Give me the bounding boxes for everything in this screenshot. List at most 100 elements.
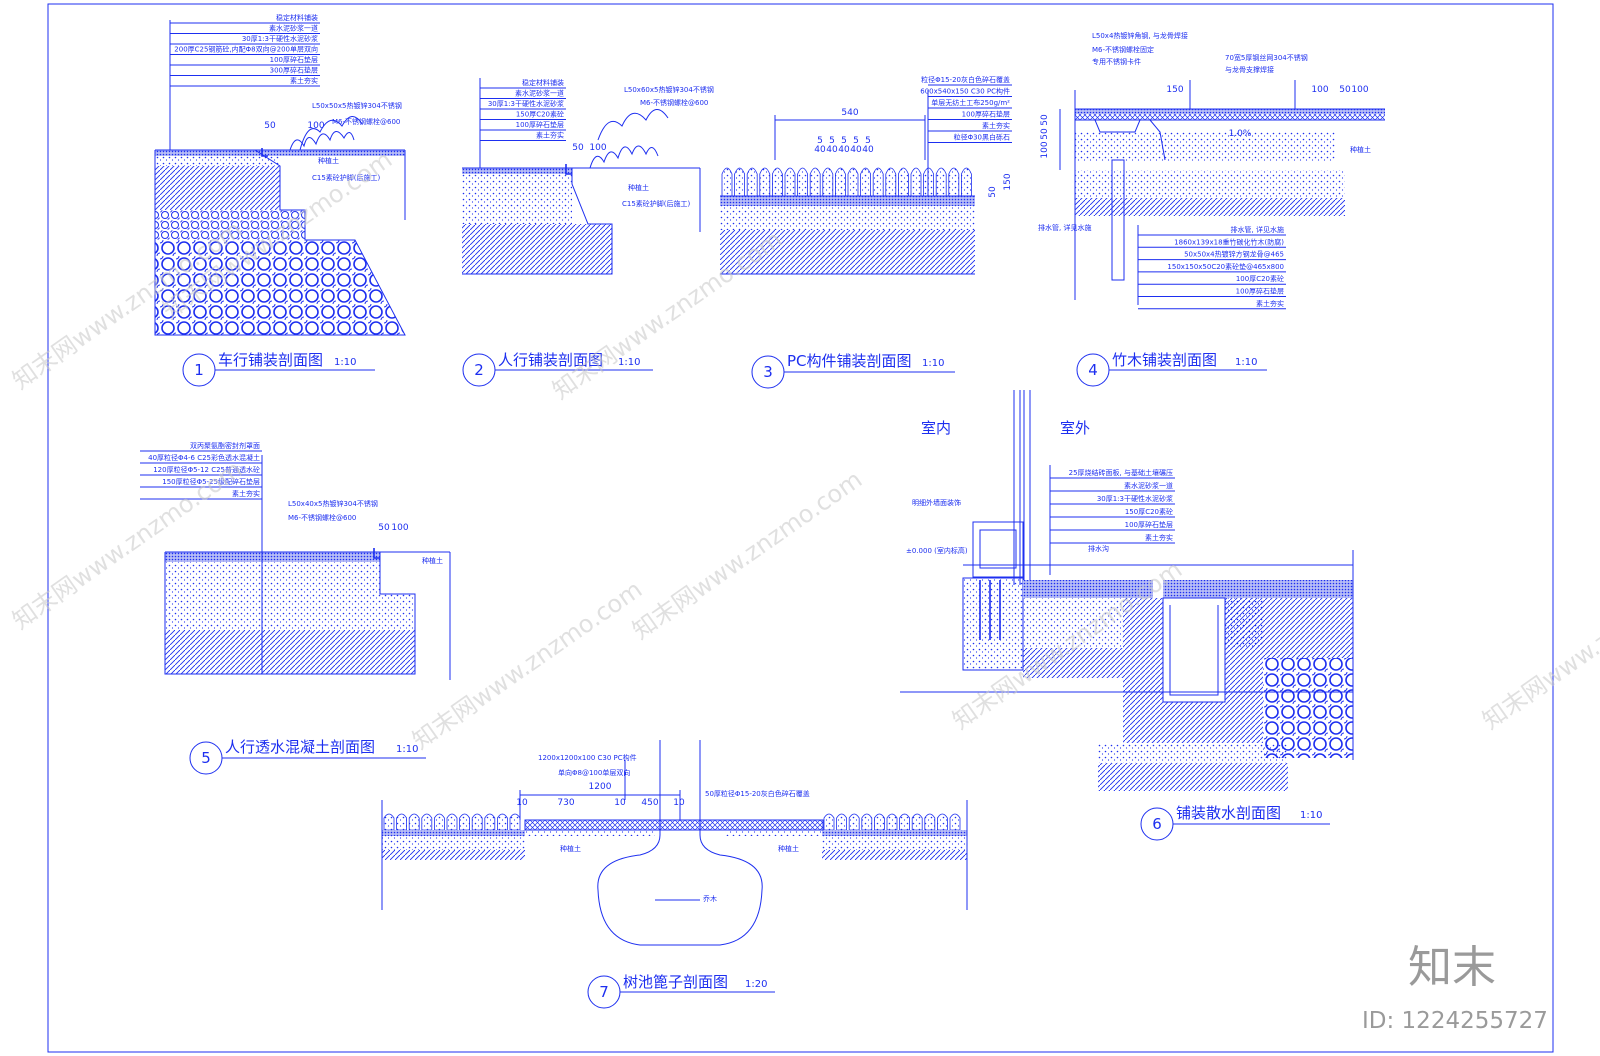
d4-title: 竹木铺装剖面图 xyxy=(1112,351,1217,369)
d1-gravel-100 xyxy=(155,210,305,240)
detail-2-title-block: 2 人行铺装剖面图 1:10 xyxy=(462,351,653,387)
d6-layer-label: 150厚C20素砼 xyxy=(1125,507,1173,516)
d7-note-label: 单向Φ8@100单层双向 xyxy=(558,768,630,777)
d7-pc-block xyxy=(396,813,407,831)
d2-note-label: M6-不锈钢螺栓@600 xyxy=(640,98,708,107)
d4-dimension: 50 xyxy=(1040,128,1050,140)
d5-note-label: L50x40x5热镀锌304不锈钢 xyxy=(288,499,378,508)
d7-note-label: 50厚粒径Φ15-20灰白色碎石覆盖 xyxy=(705,789,810,798)
d6-note-label: 明细外墙面装饰 xyxy=(912,498,961,507)
d2-dimension: 50 xyxy=(572,143,584,153)
d7-dimension: 10 xyxy=(614,798,626,808)
d7-pc-block xyxy=(836,813,847,831)
d7-pc-block xyxy=(848,813,860,831)
d5-dimension: 100 xyxy=(391,523,408,533)
d4-dimension: 100 xyxy=(1351,85,1368,95)
d7-pc-block xyxy=(886,813,898,831)
sheet-border xyxy=(47,3,1554,1053)
detail-6-section xyxy=(900,390,1354,791)
detail-3-title-block: 3 PC构件铺装剖面图 1:10 xyxy=(751,352,955,389)
d1-labels: 稳定材料铺装素水泥砂浆一道30厚1:3干硬性水泥砂浆200厚C25钢筋砼,内配Φ… xyxy=(170,13,402,182)
d3-pc-block xyxy=(835,167,846,197)
d7-pc-block xyxy=(408,813,420,831)
d7-pc-block xyxy=(383,813,395,831)
d4-note-label: M6-不锈钢螺栓固定 xyxy=(1092,45,1154,54)
d6-room-indoor: 室内 xyxy=(921,419,951,437)
d2-layer-label: 100厚碎石垫层 xyxy=(516,120,564,129)
d4-layer-label: 1860x139x18重竹碳化竹木(防腐) xyxy=(1174,237,1284,246)
d1-layer-label: 300厚碎石垫层 xyxy=(270,66,318,75)
d3-layer-label: 粒径Φ30黑白砾石 xyxy=(954,133,1010,142)
d4-note-label: 70宽5厚钢丝网304不锈钢 xyxy=(1225,53,1308,62)
d4-scale: 1:10 xyxy=(1235,357,1257,368)
d5-layer-label: 双丙聚氨酯密封剂罩面 xyxy=(190,441,260,450)
d1-scale: 1:10 xyxy=(334,357,356,368)
d3-dimension: 40 xyxy=(826,145,838,155)
d1-layer-label: 200厚C25钢筋砼,内配Φ8双向@200单层双向 xyxy=(174,45,318,54)
d4-note-label: 专用不锈钢卡件 xyxy=(1092,57,1141,66)
d4-layer-label: 50x50x4热镀锌方钢龙骨@465 xyxy=(1184,250,1284,259)
d7-pc-block xyxy=(421,813,433,831)
d3-layer-label: 粒径Φ15-20灰白色碎石覆盖 xyxy=(921,75,1010,84)
d5-number: 5 xyxy=(201,749,211,767)
d4-dimension: 100 xyxy=(1311,85,1328,95)
d5-title: 人行透水混凝土剖面图 xyxy=(225,738,375,756)
d4-note-label: L50x4热镀锌角钢, 与龙骨焊接 xyxy=(1092,31,1188,40)
d1-layer-label: 素土夯实 xyxy=(290,76,318,85)
d2-note-label: C15素砼护脚(后施工) xyxy=(622,199,691,208)
d6-scale: 1:10 xyxy=(1300,810,1322,821)
d7-pc-block xyxy=(911,813,923,831)
d5-note-label: M6-不锈钢螺栓@600 xyxy=(288,513,356,522)
d3-dimension: 5 xyxy=(865,136,871,146)
d3-pc-block xyxy=(746,167,758,197)
d2-layer-label: 素土夯实 xyxy=(536,131,564,140)
detail-4-title-block: 4 竹木铺装剖面图 1:10 xyxy=(1076,351,1267,387)
d5-layer-label: 150厚粒径Φ5-25级配碎石垫层 xyxy=(162,477,260,486)
d7-pc-block xyxy=(861,813,873,831)
d6-layer-label: 25厚烧结砖面板, 与基础土壤碾压 xyxy=(1069,468,1173,477)
d4-dimension: 150 xyxy=(1166,85,1183,95)
d3-pc-block xyxy=(847,167,859,197)
d7-dimension: 10 xyxy=(516,798,528,808)
d3-pc-block xyxy=(772,167,783,197)
d7-note-label: 种植土 xyxy=(560,844,581,853)
d6-note-label: ±0.000 (室内标高) xyxy=(906,546,968,555)
d2-note-label: 种植土 xyxy=(628,183,649,192)
d3-pc-block xyxy=(734,167,745,197)
detail-1-title-block: 1 车行铺装剖面图 1:10 xyxy=(182,351,375,387)
d7-pc-block xyxy=(497,813,508,831)
detail-1-section xyxy=(154,20,406,336)
d2-layer-label: 素水泥砂浆一道 xyxy=(515,89,564,98)
d1-note-label: M6-不锈钢螺栓@600 xyxy=(332,117,400,126)
watermark-tile: 知末网www.znzmo.com xyxy=(1477,555,1600,735)
d4-number: 4 xyxy=(1088,361,1098,379)
d3-pc-block xyxy=(935,167,947,197)
detail-2-section xyxy=(462,78,701,275)
d3-pc-block xyxy=(872,167,884,197)
d7-dimension: 450 xyxy=(641,798,658,808)
d1-note-label: L50x50x5热镀锌304不锈钢 xyxy=(312,101,402,110)
d1-note-label: 种植土 xyxy=(318,156,339,165)
detail-5-section xyxy=(164,455,451,680)
d3-dimension: 40 xyxy=(814,145,826,155)
detail-7-section xyxy=(381,740,968,946)
d7-pc-block xyxy=(484,813,496,831)
detail-6-title-block: 6 铺装散水剖面图 1:10 xyxy=(1140,804,1330,841)
d7-dimension: 730 xyxy=(557,798,574,808)
d3-scale: 1:10 xyxy=(922,358,944,369)
d4-layer-label: 排水管, 详见水施 xyxy=(1231,225,1284,234)
d4-dimension: 1.0% xyxy=(1229,129,1252,139)
d1-note-label: C15素砼护脚(后施工) xyxy=(312,173,381,182)
d6-layer-label: 30厚1:3干硬性水泥砂浆 xyxy=(1097,494,1173,503)
d7-pc-block xyxy=(434,813,445,831)
d4-layer-label: 100厚C20素砼 xyxy=(1236,274,1284,283)
d7-grate xyxy=(524,819,824,831)
d1-mortar-layer xyxy=(155,156,280,166)
brand-watermark: 知末 xyxy=(1408,942,1496,993)
d1-dimension: 50 xyxy=(264,121,276,131)
d4-dimension: 100 xyxy=(1040,141,1050,158)
d6-note-label: 排水沟 xyxy=(1088,544,1109,553)
d6-room-outdoor: 室外 xyxy=(1060,419,1090,437)
